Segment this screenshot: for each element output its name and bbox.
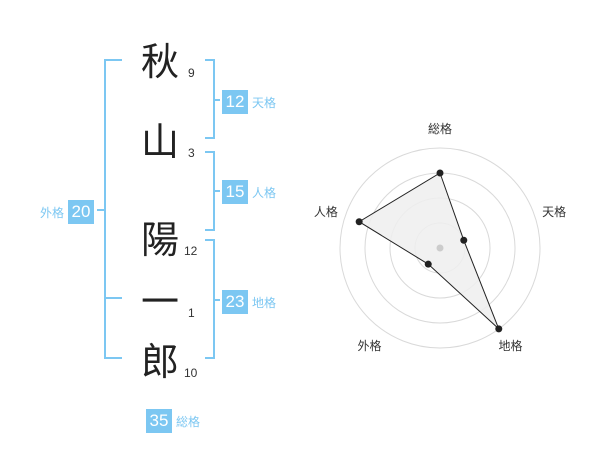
- radar-point-4: [424, 260, 432, 268]
- jinkaku-value: 15: [222, 180, 248, 204]
- name-char-1: 秋: [140, 40, 179, 84]
- soukaku-badge: 35 総格: [146, 409, 200, 433]
- soukaku-label: 総格: [176, 414, 201, 429]
- radar-point-2: [460, 236, 468, 244]
- radar-point-1: [436, 169, 444, 177]
- radar-ring: [339, 147, 541, 349]
- radar-axis-label-2: 天格: [542, 204, 567, 219]
- chikaku-badge: 23 地格: [222, 290, 276, 314]
- jinkaku-badge: 15 人格: [222, 180, 276, 204]
- chikaku-value: 23: [222, 290, 248, 314]
- radar-point-5: [355, 218, 363, 226]
- chikaku-label: 地格: [252, 295, 277, 310]
- name-char-4: 一: [140, 280, 179, 324]
- stroke-count-2: 3: [188, 146, 195, 160]
- jinkaku-bracket: [205, 151, 220, 231]
- radar-center-dot: [436, 244, 444, 252]
- stroke-count-5: 10: [184, 366, 198, 380]
- radar-axis-label-1: 総格: [427, 122, 452, 136]
- chikaku-bracket: [205, 239, 220, 359]
- jinkaku-label: 人格: [252, 185, 277, 200]
- stroke-count-4: 1: [188, 306, 195, 320]
- name-char-5: 郎: [140, 340, 179, 384]
- gaikaku-badge: 外格 20: [40, 200, 95, 224]
- soukaku-value: 35: [146, 409, 172, 433]
- tenkaku-label: 天格: [252, 95, 277, 110]
- tenkaku-bracket: [205, 59, 220, 139]
- radar-series-polygon: [358, 172, 500, 330]
- stroke-count-3: 12: [184, 244, 198, 258]
- tenkaku-badge: 12 天格: [222, 90, 276, 114]
- tenkaku-value: 12: [222, 90, 248, 114]
- radar-axis-label-5: 人格: [313, 204, 338, 219]
- radar-point-3: [495, 325, 503, 333]
- gaikaku-label: 外格: [40, 205, 65, 220]
- radar-axis-label-4: 外格: [357, 339, 382, 354]
- name-char-3: 陽: [140, 218, 179, 262]
- gaikaku-bracket: [97, 59, 122, 359]
- gaikaku-value: 20: [68, 200, 95, 224]
- name-char-2: 山: [140, 120, 179, 164]
- radar-axis-label-3: 地格: [498, 339, 523, 354]
- stroke-count-1: 9: [188, 66, 195, 80]
